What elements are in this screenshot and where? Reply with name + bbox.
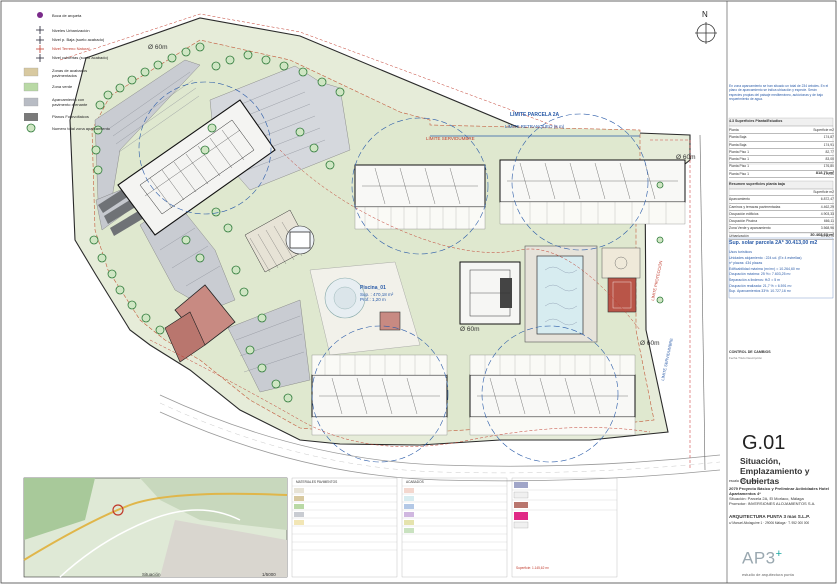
studio-logo: AP3+ xyxy=(742,548,783,568)
pavilion xyxy=(285,225,315,255)
architect-name: ARQUITECTURA PUNTA 3 mas S.L.P. xyxy=(729,514,810,519)
main-building xyxy=(117,99,276,236)
apartment-block-ne xyxy=(354,159,686,208)
table1-total: 818,71 m² xyxy=(815,170,834,175)
legend-item: Aparcamiento con pavimento drenante xyxy=(52,97,88,107)
legend-table-b-title: ACABADOS xyxy=(406,480,424,484)
pool-plaza xyxy=(309,261,421,356)
legend-table-a-title: MATERIALES PAVIMENTOS xyxy=(296,480,338,484)
revision-line: Fecha Título Descripción xyxy=(729,356,763,360)
sheet-scale: escala 1/500, 1:400 xyxy=(729,479,759,483)
solar-area-title: Sup. solar parcela 2A* 30.413,00 m2 xyxy=(729,240,818,246)
table2-title: Resumen superficies planta baja xyxy=(729,182,785,186)
apartment-block-s xyxy=(311,374,636,418)
studio-tagline: estudio de arquitectura punta xyxy=(742,572,794,577)
pool-label: Piscina_01 Sup. : 470,18 m² Prof.: 1,20 … xyxy=(360,285,394,302)
terraces xyxy=(311,201,686,436)
bottom-legend-tables xyxy=(291,477,618,578)
terrace-dividers xyxy=(324,202,667,375)
restaurant-building xyxy=(164,284,236,363)
legend-colour-swatches xyxy=(294,482,529,533)
info-panel-frames xyxy=(728,117,834,299)
red-contour xyxy=(59,13,561,129)
compass-label: N xyxy=(702,10,708,19)
legend-item: Boca de arqueta xyxy=(52,13,82,18)
revision-header: CONTROL DE CAMBIOS xyxy=(729,350,771,354)
radius-label: Ø 60m xyxy=(640,340,660,347)
table2-total: 30.468,63 m² xyxy=(810,232,834,237)
road xyxy=(159,394,721,482)
pump-house xyxy=(379,311,401,331)
setback-limit-label: LÍMITE RETRANQUEO (5 m) xyxy=(505,124,565,129)
easement-limit-label: LÍMITE SERVIDUMBRE xyxy=(426,136,475,141)
radius-label: Ø 60m xyxy=(676,154,696,161)
legend-table-c-note: Superficie: 1.145,62 m² xyxy=(516,566,549,570)
notes-text: En zona aparcamiento se han situado un t… xyxy=(729,84,829,102)
legend-item: Nivel Terreno Natural xyxy=(52,46,90,51)
map-scale: 1/5000 xyxy=(262,572,276,577)
legend-item: Zonas de acabados pavimentados xyxy=(52,68,88,78)
map-caption: Situación xyxy=(142,572,161,577)
project-details: 2079 Proyecto Básico y Preliminar Activi… xyxy=(729,486,829,506)
legend-swatches xyxy=(23,12,44,133)
sports-court xyxy=(601,247,641,313)
legend-item: Zona verde xyxy=(52,84,73,89)
plot-limit-label: LÍMITE PARCELA 2A xyxy=(510,112,560,118)
radius-circles xyxy=(138,81,649,463)
sheet-number: G.01 xyxy=(742,432,786,454)
architect-contact: c/ Manuel Altolaguirre 1 · 29006 Málaga … xyxy=(729,521,810,525)
radius-label: Ø 60m xyxy=(148,44,168,51)
table-row: Superficie m2 xyxy=(729,189,834,197)
legend-item: Numero total zona aparcamiento xyxy=(52,126,111,131)
legend-item: Nivel p. Baja (suelo acabado) xyxy=(52,37,105,42)
trees xyxy=(89,42,664,403)
swimming-pool xyxy=(524,245,598,343)
sheet-title: Situación, Emplazamiento y Cubiertas xyxy=(740,456,810,486)
legend-item: Nivel cubiertas (suelo acabado) xyxy=(52,55,109,60)
central-building xyxy=(459,261,521,325)
radius-label: Ø 60m xyxy=(460,326,480,333)
table1-title: 4.3 Superficies Planta/Estudios xyxy=(729,119,783,123)
legend-item: Niveles Urbanización xyxy=(52,28,90,33)
legend-item: Planos Fotovoltaicos xyxy=(52,114,89,119)
location-map xyxy=(23,477,288,578)
solar-area-details: Usos turísticos Unidades alojamiento : 2… xyxy=(729,250,802,294)
north-arrow-icon xyxy=(695,22,717,44)
